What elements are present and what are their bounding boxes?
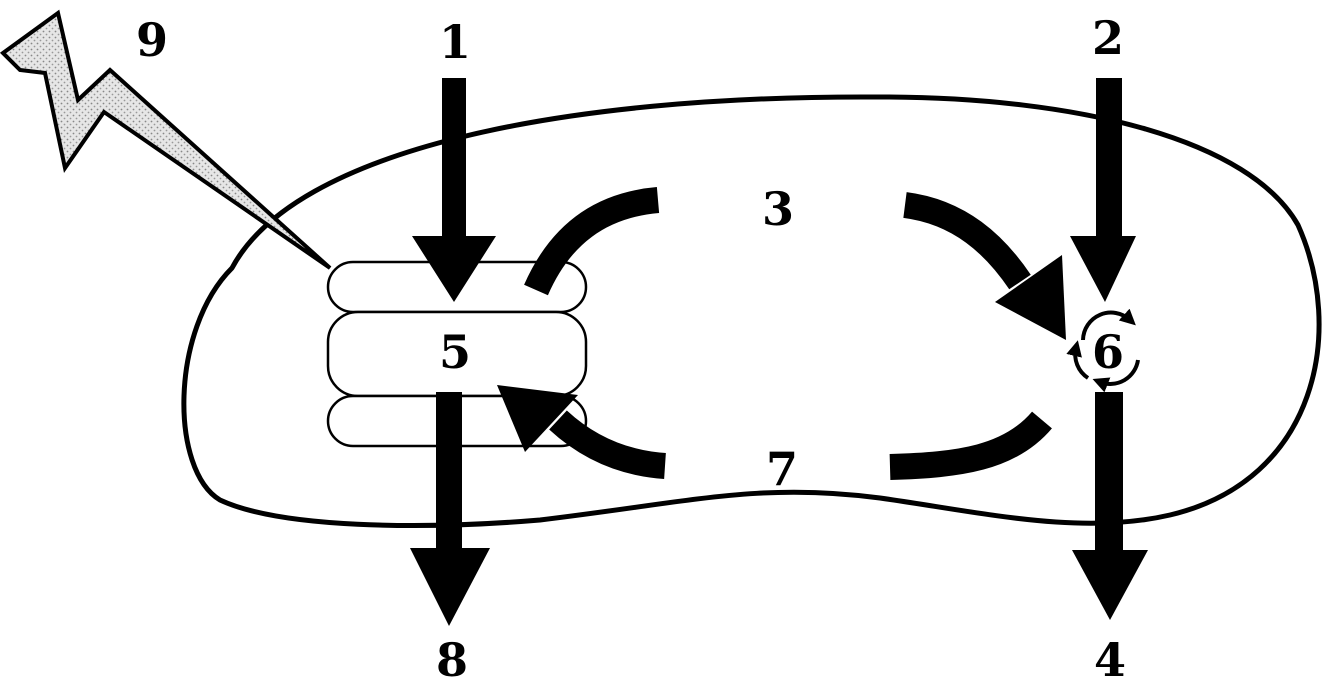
label-1: 1 <box>439 15 471 69</box>
label-5: 5 <box>439 325 471 379</box>
label-4: 4 <box>1094 633 1126 684</box>
label-8: 8 <box>436 633 468 684</box>
arrow-output-4 <box>1072 392 1148 620</box>
arrow-input-2 <box>1070 78 1136 302</box>
arrow-output-8 <box>410 392 490 626</box>
chloroplast-outline <box>181 94 1322 528</box>
curve-7-right <box>889 411 1052 480</box>
arrow-input-1 <box>412 78 496 302</box>
label-9: 9 <box>136 13 168 67</box>
arrow-3-to-cycle <box>903 192 1066 340</box>
arrow-7-to-stack <box>497 385 667 479</box>
label-7: 7 <box>766 442 798 496</box>
label-3: 3 <box>762 182 794 236</box>
cycle-arrows-icon <box>1066 308 1140 393</box>
curve-3-left <box>524 187 660 296</box>
lightning-bolt-icon <box>0 9 332 270</box>
label-6: 6 <box>1092 325 1124 379</box>
label-2: 2 <box>1092 11 1124 65</box>
